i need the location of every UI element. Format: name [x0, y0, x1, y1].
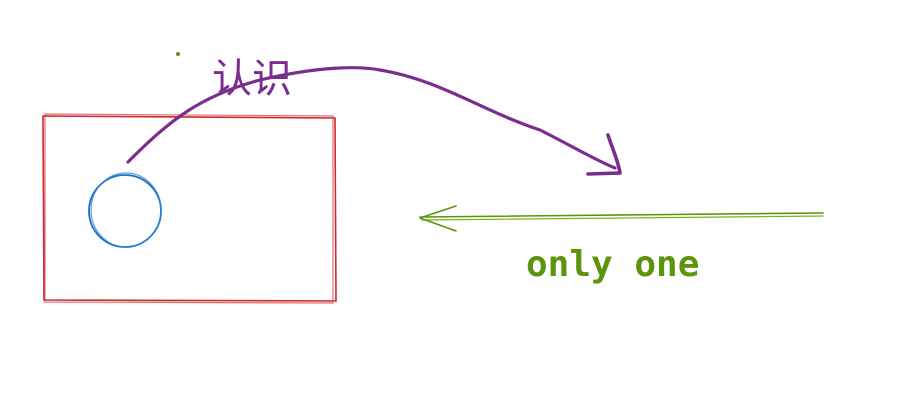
recognize-label: 认识	[212, 56, 292, 102]
container-rectangle[interactable]	[42, 113, 337, 304]
left-arrow-icon[interactable]	[419, 205, 824, 232]
dot-icon	[176, 52, 180, 56]
only-one-label: only one	[526, 244, 699, 285]
curved-arrow-icon[interactable]	[126, 66, 622, 176]
object-circle[interactable]	[88, 172, 162, 248]
